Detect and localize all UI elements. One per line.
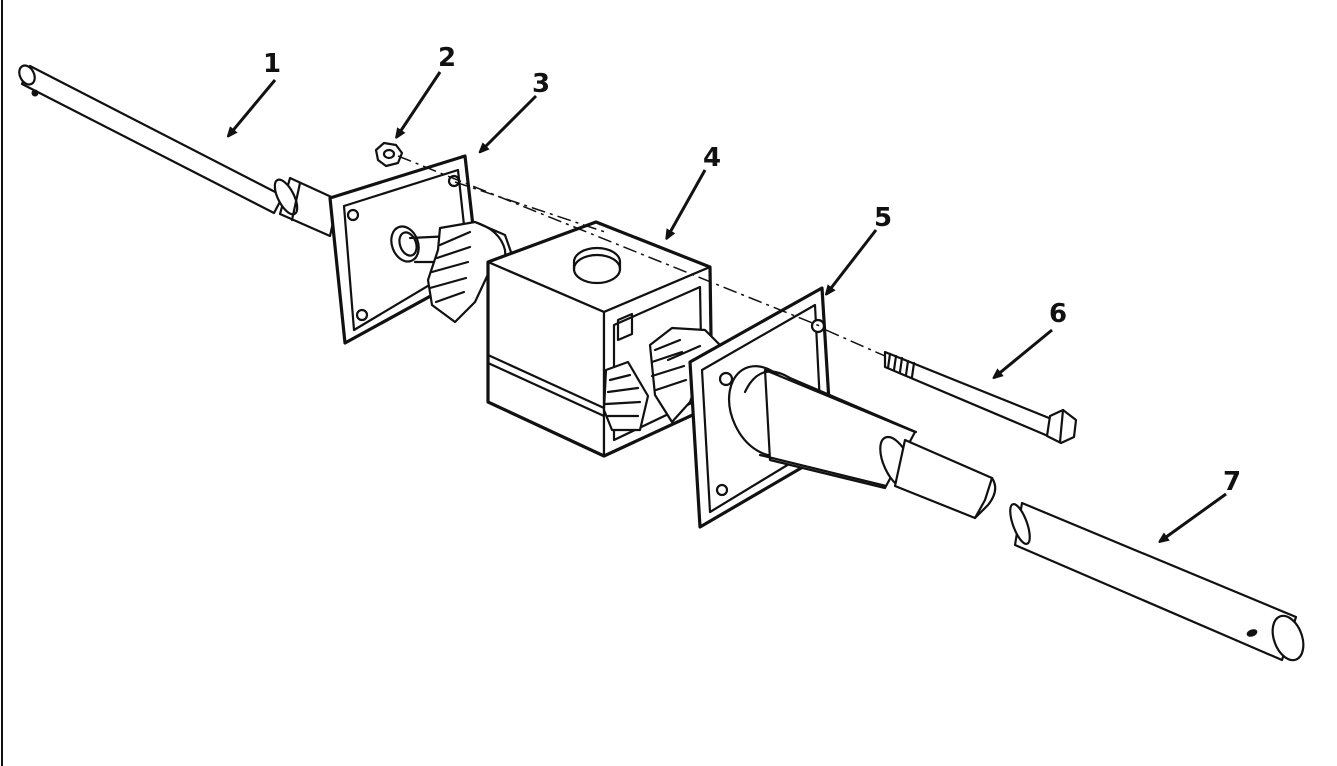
callout-label-2: 2 [438, 43, 456, 73]
callout-arrow-6 [996, 328, 1053, 376]
callout-label-4: 4 [703, 143, 721, 173]
part-7-output-shaft [1009, 501, 1305, 662]
callout-arrow-5 [828, 229, 878, 292]
part-6-bolt [883, 350, 1078, 445]
left-bevel-gear [408, 220, 514, 324]
callout-label-6: 6 [1049, 299, 1067, 329]
callout-label-3: 3 [532, 69, 550, 99]
callout-arrows [230, 71, 1227, 540]
callout-label-1: 1 [263, 49, 281, 79]
fastener-center-lines [397, 155, 886, 357]
callout-arrow-2 [398, 71, 442, 135]
callout-label-7: 7 [1223, 467, 1241, 497]
callout-arrow-3 [482, 94, 538, 150]
callout-labels: 1 2 3 4 5 6 7 [263, 43, 1241, 497]
callout-label-5: 5 [874, 203, 892, 233]
output-shaft-stub [743, 368, 997, 520]
part-1-input-shaft [18, 64, 340, 238]
callout-arrow-4 [668, 169, 707, 236]
part-2-hex-nut [374, 141, 404, 168]
callout-arrow-1 [230, 79, 277, 134]
callout-arrow-7 [1162, 492, 1227, 540]
